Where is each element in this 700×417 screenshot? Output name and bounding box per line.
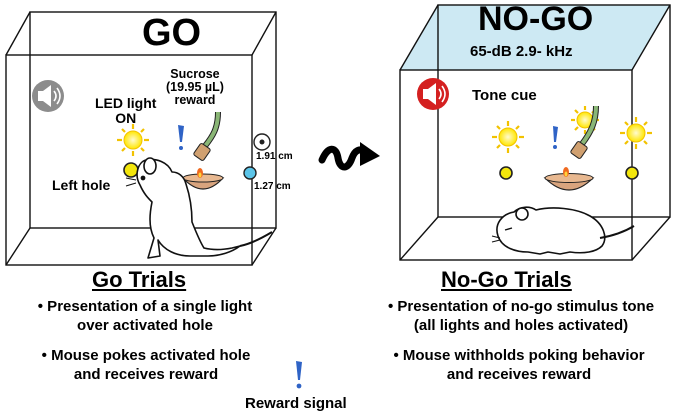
go-bullet-1: • Presentation of a single light over ac… [37, 298, 253, 334]
speaker-icon [417, 78, 449, 110]
mouse-icon [125, 157, 273, 259]
go-bullet-2: • Mouse pokes activated hole and receive… [41, 347, 251, 383]
led-light-icon [492, 121, 524, 153]
nogo-trials-heading: No-Go Trials [441, 267, 572, 292]
reward-signal-label: Reward signal [245, 395, 347, 412]
speaker-icon [32, 80, 64, 112]
led-diameter-label: 1.27 cm [254, 181, 291, 192]
sucrose-tube-icon [570, 105, 599, 159]
go-trials-heading: Go Trials [92, 267, 187, 292]
led-light-icon [117, 124, 149, 156]
tone-spec-label: 65-dB 2.9- kHz [470, 43, 573, 60]
transition-arrow-icon [318, 145, 368, 171]
reward-signal-icon [178, 125, 184, 150]
left-hole-label: Left hole [52, 177, 111, 193]
nogo-box [399, 4, 671, 261]
reward-signal-legend-icon [296, 361, 302, 389]
sucrose-tube-icon [193, 111, 221, 161]
reward-bowl-icon [543, 167, 595, 191]
transition-arrowhead-icon [360, 142, 380, 166]
nogo-ceiling [400, 5, 670, 70]
hole-size-icon [243, 133, 271, 180]
nogo-bullet-2: • Mouse withholds poking behavior and re… [393, 347, 645, 383]
tone-cue-label: Tone cue [472, 87, 537, 104]
led-light-label: LED light ON [95, 95, 157, 126]
nogo-bullet-1: • Presentation of no-go stimulus tone (a… [387, 298, 655, 334]
reward-bowl-icon [181, 168, 225, 190]
sucrose-label: Sucrose (19.95 µL) reward [166, 67, 224, 108]
hole-icon [625, 166, 639, 180]
nogo-title: NO-GO [478, 0, 594, 38]
left-hole-icon [123, 162, 139, 178]
hole-icon [499, 166, 513, 180]
hole-diameter-label: 1.91 cm [256, 151, 293, 162]
go-title: GO [142, 12, 202, 54]
mouse-icon [491, 206, 635, 255]
reward-signal-icon [553, 126, 558, 149]
led-light-icon [620, 117, 652, 149]
